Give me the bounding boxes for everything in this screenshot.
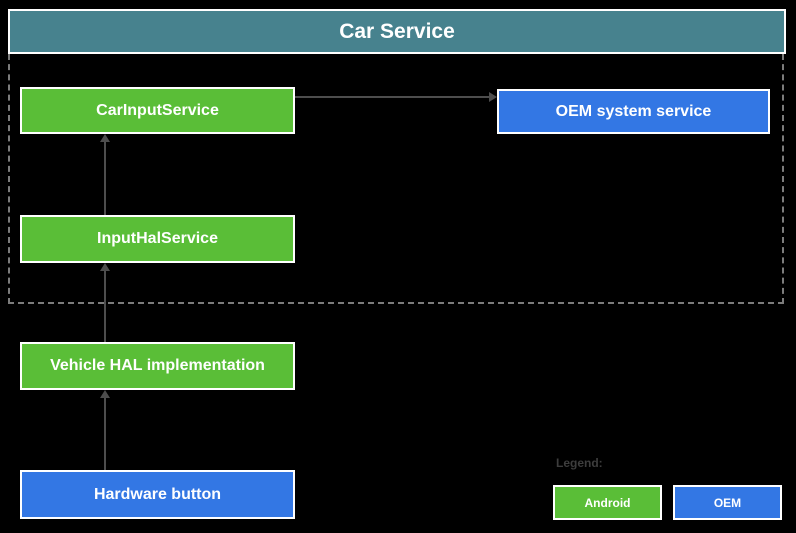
- legend-title: Legend:: [556, 456, 603, 470]
- car-service-boundary: [8, 54, 784, 304]
- node-label: InputHalService: [97, 230, 218, 247]
- node-car-input-service: CarInputService: [20, 87, 295, 134]
- node-input-hal-service: InputHalService: [20, 215, 295, 263]
- diagram-title: Car Service: [339, 19, 455, 43]
- node-label: OEM system service: [555, 102, 712, 120]
- node-oem-system-service: OEM system service: [497, 89, 770, 134]
- arrow-hardwarebutton-to-vehiclehal-head-icon: [100, 390, 110, 398]
- car-service-header: Car Service: [8, 9, 786, 54]
- legend-item-android: Android: [553, 485, 662, 520]
- node-label: CarInputService: [96, 101, 219, 119]
- node-vehicle-hal-implementation: Vehicle HAL implementation: [20, 342, 295, 390]
- arrow-carinput-to-oem-line: [295, 96, 489, 98]
- node-hardware-button: Hardware button: [20, 470, 295, 519]
- legend-item-label: OEM: [713, 495, 742, 510]
- arrow-inputhal-to-carinput-head-icon: [100, 134, 110, 142]
- legend-item-label: Android: [584, 495, 631, 510]
- arrow-vehiclehal-to-inputhal-line: [104, 271, 106, 342]
- arrow-carinput-to-oem-head-icon: [489, 92, 497, 102]
- arrow-inputhal-to-carinput-line: [104, 142, 106, 215]
- legend-item-oem: OEM: [673, 485, 782, 520]
- arrow-hardwarebutton-to-vehiclehal-line: [104, 398, 106, 470]
- arrow-vehiclehal-to-inputhal-head-icon: [100, 263, 110, 271]
- node-label: Hardware button: [93, 485, 222, 503]
- node-label: Vehicle HAL implementation: [50, 357, 265, 374]
